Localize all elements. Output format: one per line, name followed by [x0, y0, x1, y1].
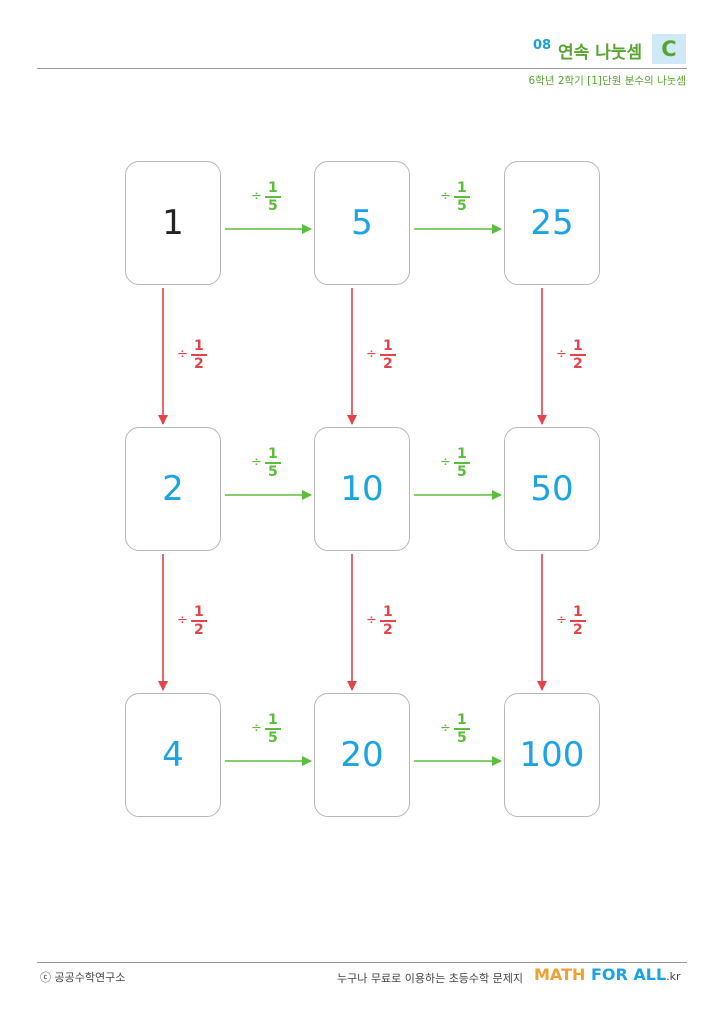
fraction-numerator: 1	[457, 180, 467, 196]
fraction-numerator: 1	[573, 604, 583, 620]
fraction-denominator: 2	[573, 621, 583, 638]
fraction-numerator: 1	[268, 180, 278, 196]
fraction-numerator: 1	[383, 604, 393, 620]
divide-sign: ÷	[177, 347, 188, 363]
footer-divider	[37, 962, 687, 963]
number-cell-r1-c3: 25	[504, 161, 600, 285]
fraction-denominator: 5	[457, 463, 467, 480]
fraction-bar	[453, 196, 470, 198]
divide-sign: ÷	[366, 347, 377, 363]
divide-sign: ÷	[440, 721, 451, 737]
fraction-denominator: 2	[383, 355, 393, 372]
header-number: 08	[533, 38, 552, 53]
brand-tld: .kr	[666, 970, 681, 983]
fraction-denominator: 5	[268, 197, 278, 214]
fraction-bar	[379, 620, 396, 622]
number-cell-r3-c2: 20	[314, 693, 410, 817]
fraction-numerator: 1	[194, 338, 204, 354]
fraction-bar	[264, 462, 281, 464]
fraction-denominator: 5	[457, 729, 467, 746]
divide-sign: ÷	[556, 613, 567, 629]
fraction-denominator: 2	[383, 621, 393, 638]
fraction-numerator: 1	[268, 712, 278, 728]
level-badge: C	[652, 34, 686, 64]
fraction-denominator: 5	[268, 463, 278, 480]
divide-sign: ÷	[556, 347, 567, 363]
header-divider	[37, 68, 687, 69]
fraction-bar	[569, 620, 586, 622]
fraction-bar	[190, 620, 207, 622]
divide-sign: ÷	[251, 189, 262, 205]
divide-sign: ÷	[251, 721, 262, 737]
divide-sign: ÷	[440, 189, 451, 205]
fraction-denominator: 2	[194, 621, 204, 638]
fraction-denominator: 5	[457, 197, 467, 214]
brand-rest: FOR ALL	[585, 965, 667, 984]
number-cell-r1-c1: 1	[125, 161, 221, 285]
number-cell-r2-c2: 10	[314, 427, 410, 551]
number-cell-r3-c3: 100	[504, 693, 600, 817]
fraction-bar	[453, 462, 470, 464]
fraction-bar	[190, 354, 207, 356]
divide-sign: ÷	[366, 613, 377, 629]
worksheet-subtitle: 6학년 2학기 [1]단원 분수의 나눗셈	[528, 75, 686, 87]
divide-sign: ÷	[251, 455, 262, 471]
fraction-bar	[569, 354, 586, 356]
fraction-denominator: 2	[194, 355, 204, 372]
fraction-bar	[264, 728, 281, 730]
fraction-bar	[264, 196, 281, 198]
fraction-bar	[453, 728, 470, 730]
fraction-bar	[379, 354, 396, 356]
brand-math: MATH	[534, 965, 586, 984]
number-cell-r3-c1: 4	[125, 693, 221, 817]
number-cell-r1-c2: 5	[314, 161, 410, 285]
brand-logo: MATH FOR ALL.kr	[534, 965, 681, 984]
footer-tagline: 누구나 무료로 이용하는 초등수학 문제지	[337, 972, 524, 985]
number-cell-r2-c3: 50	[504, 427, 600, 551]
worksheet-title: 연속 나눗셈	[558, 43, 643, 63]
fraction-denominator: 5	[268, 729, 278, 746]
number-cell-r2-c1: 2	[125, 427, 221, 551]
divide-sign: ÷	[440, 455, 451, 471]
copyright-text: ⓒ 공공수학연구소	[40, 971, 126, 984]
fraction-numerator: 1	[573, 338, 583, 354]
fraction-numerator: 1	[383, 338, 393, 354]
fraction-numerator: 1	[268, 446, 278, 462]
fraction-numerator: 1	[194, 604, 204, 620]
fraction-numerator: 1	[457, 712, 467, 728]
divide-sign: ÷	[177, 613, 188, 629]
fraction-denominator: 2	[573, 355, 583, 372]
fraction-numerator: 1	[457, 446, 467, 462]
